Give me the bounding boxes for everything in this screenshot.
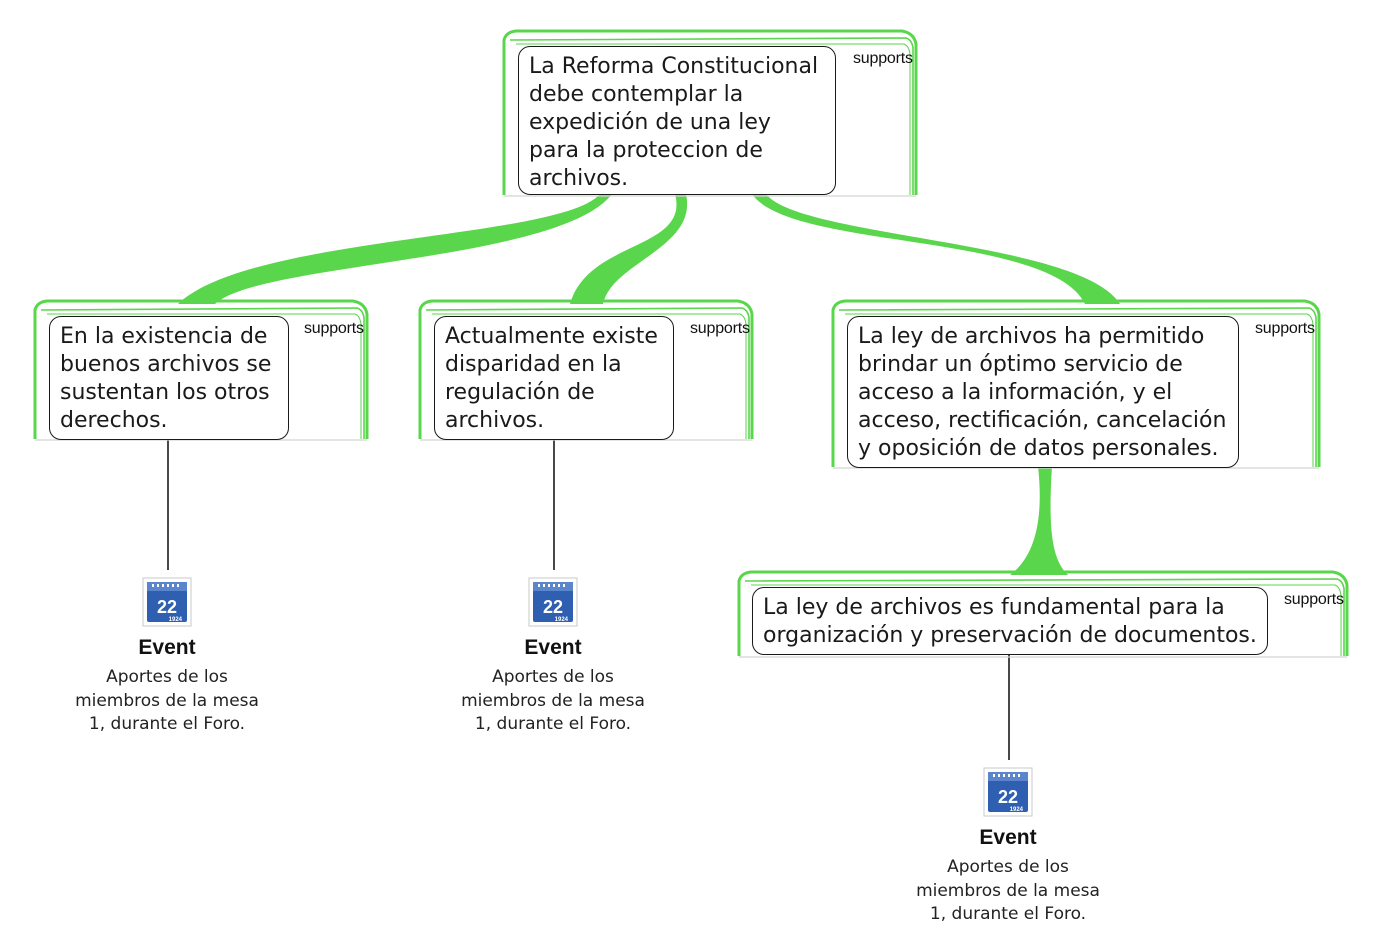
evidence-description: Aportes de los miembros de la mesa 1, du…: [461, 667, 645, 734]
calendar-year: 1924: [555, 617, 569, 623]
reason-node-3[interactable]: La ley de archivos ha permitido brindar …: [831, 299, 1323, 470]
calendar-day: 22: [998, 787, 1018, 807]
subreason-text: La ley de archivos es fundamental para l…: [752, 587, 1268, 655]
evidence-title: Event: [979, 826, 1037, 849]
calendar-year: 1924: [169, 617, 183, 623]
supports-label: supports: [304, 320, 364, 337]
supports-label: supports: [853, 50, 913, 67]
supports-connector: [1010, 466, 1068, 575]
green-frame: [502, 29, 918, 197]
reason-text-3: La ley de archivos ha permitido brindar …: [847, 316, 1239, 468]
supports-label: supports: [1255, 320, 1315, 337]
evidence-title: Event: [524, 636, 582, 659]
calendar-icon: 22 1924: [528, 577, 578, 627]
supports-connector: [570, 194, 688, 304]
root-claim-node[interactable]: La Reforma Constitucional debe contempla…: [502, 29, 920, 198]
supports-connector: [178, 194, 612, 304]
calendar-icon: 22 1924: [983, 767, 1033, 817]
supports-connector: [752, 194, 1120, 304]
calendar-icon: 22 1924: [142, 577, 192, 627]
evidence-title: Event: [138, 636, 196, 659]
calendar-day: 22: [157, 597, 177, 617]
evidence-description: Aportes de los miembros de la mesa 1, du…: [75, 667, 259, 734]
calendar-day: 22: [543, 597, 563, 617]
evidence-item-3[interactable]: 22 1924 Event Aportes de los miembros de…: [898, 766, 1118, 927]
subreason-node[interactable]: La ley de archivos es fundamental para l…: [737, 570, 1351, 659]
evidence-item-1[interactable]: 22 1924 Event Aportes de los miembros de…: [57, 576, 277, 737]
calendar-year: 1924: [1010, 807, 1024, 813]
reason-text-2: Actualmente existe disparidad en la regu…: [434, 316, 674, 440]
supports-label: supports: [1284, 591, 1344, 608]
evidence-description: Aportes de los miembros de la mesa 1, du…: [916, 857, 1100, 924]
supports-label: supports: [690, 320, 750, 337]
green-frame: [418, 299, 754, 441]
reason-text-1: En la existencia de buenos archivos se s…: [49, 316, 289, 440]
green-frame: [831, 299, 1321, 469]
reason-node-2[interactable]: Actualmente existe disparidad en la regu…: [418, 299, 756, 442]
green-frame: [33, 299, 369, 441]
root-claim-text: La Reforma Constitucional debe contempla…: [518, 46, 836, 195]
reason-node-1[interactable]: En la existencia de buenos archivos se s…: [33, 299, 371, 442]
evidence-item-2[interactable]: 22 1924 Event Aportes de los miembros de…: [443, 576, 663, 737]
green-frame: [737, 570, 1349, 658]
